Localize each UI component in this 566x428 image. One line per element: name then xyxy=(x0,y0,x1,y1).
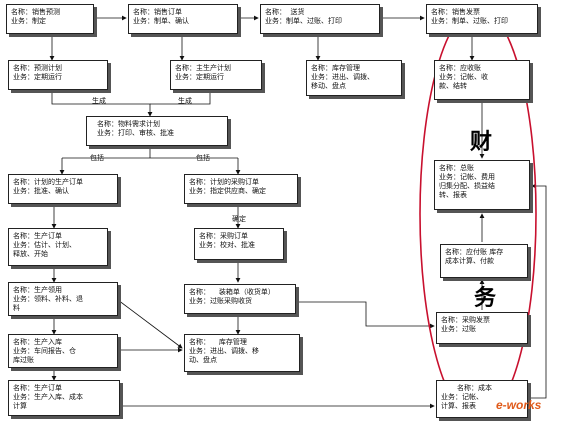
box-title: 名称：生产领用 xyxy=(13,286,62,294)
arrow-master-plan-to-mrp xyxy=(150,90,211,105)
box-production-order: 名称：生产订单 业务：估计、计划、 释放、开始 xyxy=(8,228,108,266)
box-title: 名称：总账 xyxy=(439,164,474,172)
box-general-ledger: 名称：总账 业务：记帐、费用 归集分配、损益结 转、报表 xyxy=(434,160,530,210)
box-text: 业务：打印、审核、批准 xyxy=(97,129,174,137)
box-text: 业务：过账采购收货 xyxy=(189,297,252,305)
box-text: 业务：校对、批准 xyxy=(199,241,255,249)
arrow-issue-to-inventory xyxy=(117,299,183,349)
box-title: 名称： 装箱单（收货单） xyxy=(189,288,275,296)
box-text: 料 xyxy=(13,304,20,312)
label-wu: 务 xyxy=(474,285,497,311)
box-master-plan: 名称：主生产计划 业务：定期运行 xyxy=(170,60,262,90)
box-text: 业务：定期运行 xyxy=(175,73,224,81)
box-text: 款、结转 xyxy=(439,82,467,90)
box-text: 业务：制单、过账、打印 xyxy=(265,17,342,25)
box-purchase-order: 名称：采购订单 业务：校对、批准 xyxy=(194,228,284,260)
box-text: 转、报表 xyxy=(439,191,467,199)
box-text: 业务：领料、补料、退 xyxy=(13,295,83,303)
note-include-1: 包括 xyxy=(90,154,104,162)
arrow-cost-to-ledger xyxy=(528,183,547,399)
box-text: 业务：生产入库、成本 xyxy=(13,393,83,401)
box-text: 业务：制单、确认 xyxy=(133,17,189,25)
box-title: 名称：库存管理 xyxy=(311,64,360,72)
box-text: 业务：车间报告、仓 xyxy=(13,347,76,355)
box-text: 业务：记帐、收 xyxy=(439,73,488,81)
note-generate-2: 生成 xyxy=(178,97,192,105)
box-text: 业务：进出、调拨、 xyxy=(311,73,374,81)
box-text: 业务：定期运行 xyxy=(13,73,62,81)
box-title: 名称：生产入库 xyxy=(13,338,62,346)
box-mrp: 名称：物料需求计划 业务：打印、审核、批准 xyxy=(86,116,228,146)
box-text: 业务：记帐、 xyxy=(441,393,483,401)
box-text: 计算 xyxy=(13,402,27,410)
box-title: 名称：成本 xyxy=(457,384,492,392)
box-title: 名称：应收账 xyxy=(439,64,481,72)
note-confirm: 确定 xyxy=(232,215,246,223)
box-title: 名称：采购订单 xyxy=(199,232,248,240)
box-text: 业务：进出、调拨、移 xyxy=(189,347,259,355)
box-title: 名称：计划的采购订单 xyxy=(189,178,259,186)
box-material-issue: 名称：生产领用 业务：领料、补料、退 料 xyxy=(8,282,118,316)
box-title: 名称：生产订单 xyxy=(13,232,62,240)
label-cai: 财 xyxy=(470,129,493,155)
box-title: 名称：销售预测 xyxy=(11,8,60,16)
box-prod-warehouse: 名称：生产入库 业务：车间报告、仓 库过账 xyxy=(8,334,118,368)
box-text: 计算、报表 xyxy=(441,402,476,410)
box-sales-invoice: 名称：销售发票 业务：制单、过账、打印 xyxy=(426,4,538,34)
box-title: 名称：预测计划 xyxy=(13,64,62,72)
box-text: 动、盘点 xyxy=(189,356,217,364)
box-text: 业务：制定 xyxy=(11,17,46,25)
watermark-logo: e-works xyxy=(496,398,542,412)
note-include-2: 包括 xyxy=(196,154,210,162)
box-text: 业务：指定供应商、确定 xyxy=(189,187,266,195)
box-title: 名称： 送货 xyxy=(265,8,305,16)
box-text: 业务：过账 xyxy=(441,325,476,333)
box-delivery: 名称： 送货 业务：制单、过账、打印 xyxy=(260,4,380,34)
note-generate-1: 生成 xyxy=(92,97,106,105)
box-sales-order: 名称：销售订单 业务：制单、确认 xyxy=(128,4,238,34)
box-title: 名称：销售发票 xyxy=(431,8,480,16)
box-prod-order-final: 名称：生产订单 业务：生产入库、成本 计算 xyxy=(8,380,120,416)
box-title: 名称：采购发票 xyxy=(441,316,490,324)
box-title: 名称：计划的生产订单 xyxy=(13,178,83,186)
box-text: 库过账 xyxy=(13,356,34,364)
box-title: 名称： 库存管理 xyxy=(189,338,247,346)
box-planned-prod-order: 名称：计划的生产订单 业务：批准、确认 xyxy=(8,174,118,204)
box-text: 释放、开始 xyxy=(13,250,48,258)
box-text: 成本计算、付款 xyxy=(445,257,494,265)
box-cost-accounting: 名称：成本 业务：记帐、 计算、报表 xyxy=(436,380,528,418)
box-sales-forecast: 名称：销售预测 业务：制定 xyxy=(6,4,94,34)
box-title: 名称：主生产计划 xyxy=(175,64,231,72)
box-forecast-plan: 名称：预测计划 业务：定期运行 xyxy=(8,60,108,90)
box-text: 移动、盘点 xyxy=(311,82,346,90)
box-title: 名称：应付账 库存 xyxy=(445,248,504,256)
box-text: 业务：记帐、费用 xyxy=(439,173,495,181)
box-text: 业务：估计、计划、 xyxy=(13,241,76,249)
box-planned-purchase-order: 名称：计划的采购订单 业务：指定供应商、确定 xyxy=(184,174,298,204)
box-inventory-top: 名称：库存管理 业务：进出、调拨、 移动、盘点 xyxy=(306,60,402,96)
box-receipt: 名称： 装箱单（收货单） 业务：过账采购收货 xyxy=(184,284,296,314)
box-title: 名称：物料需求计划 xyxy=(97,120,160,128)
box-payable: 名称：应付账 库存 成本计算、付款 xyxy=(440,244,528,278)
arrow-forecast-plan-to-mrp xyxy=(51,90,153,117)
box-purchase-invoice: 名称：采购发票 业务：过账 xyxy=(436,312,528,344)
box-inventory-mid: 名称： 库存管理 业务：进出、调拨、移 动、盘点 xyxy=(184,334,300,372)
box-text: 业务：批准、确认 xyxy=(13,187,69,195)
box-text: 业务：制单、过账、打印 xyxy=(431,17,508,25)
box-text: 归集分配、损益结 xyxy=(439,182,495,190)
box-title: 名称：销售订单 xyxy=(133,8,182,16)
arrow-receipt-to-invoice xyxy=(296,301,435,329)
box-receivable: 名称：应收账 业务：记帐、收 款、结转 xyxy=(434,60,530,100)
box-title: 名称：生产订单 xyxy=(13,384,62,392)
